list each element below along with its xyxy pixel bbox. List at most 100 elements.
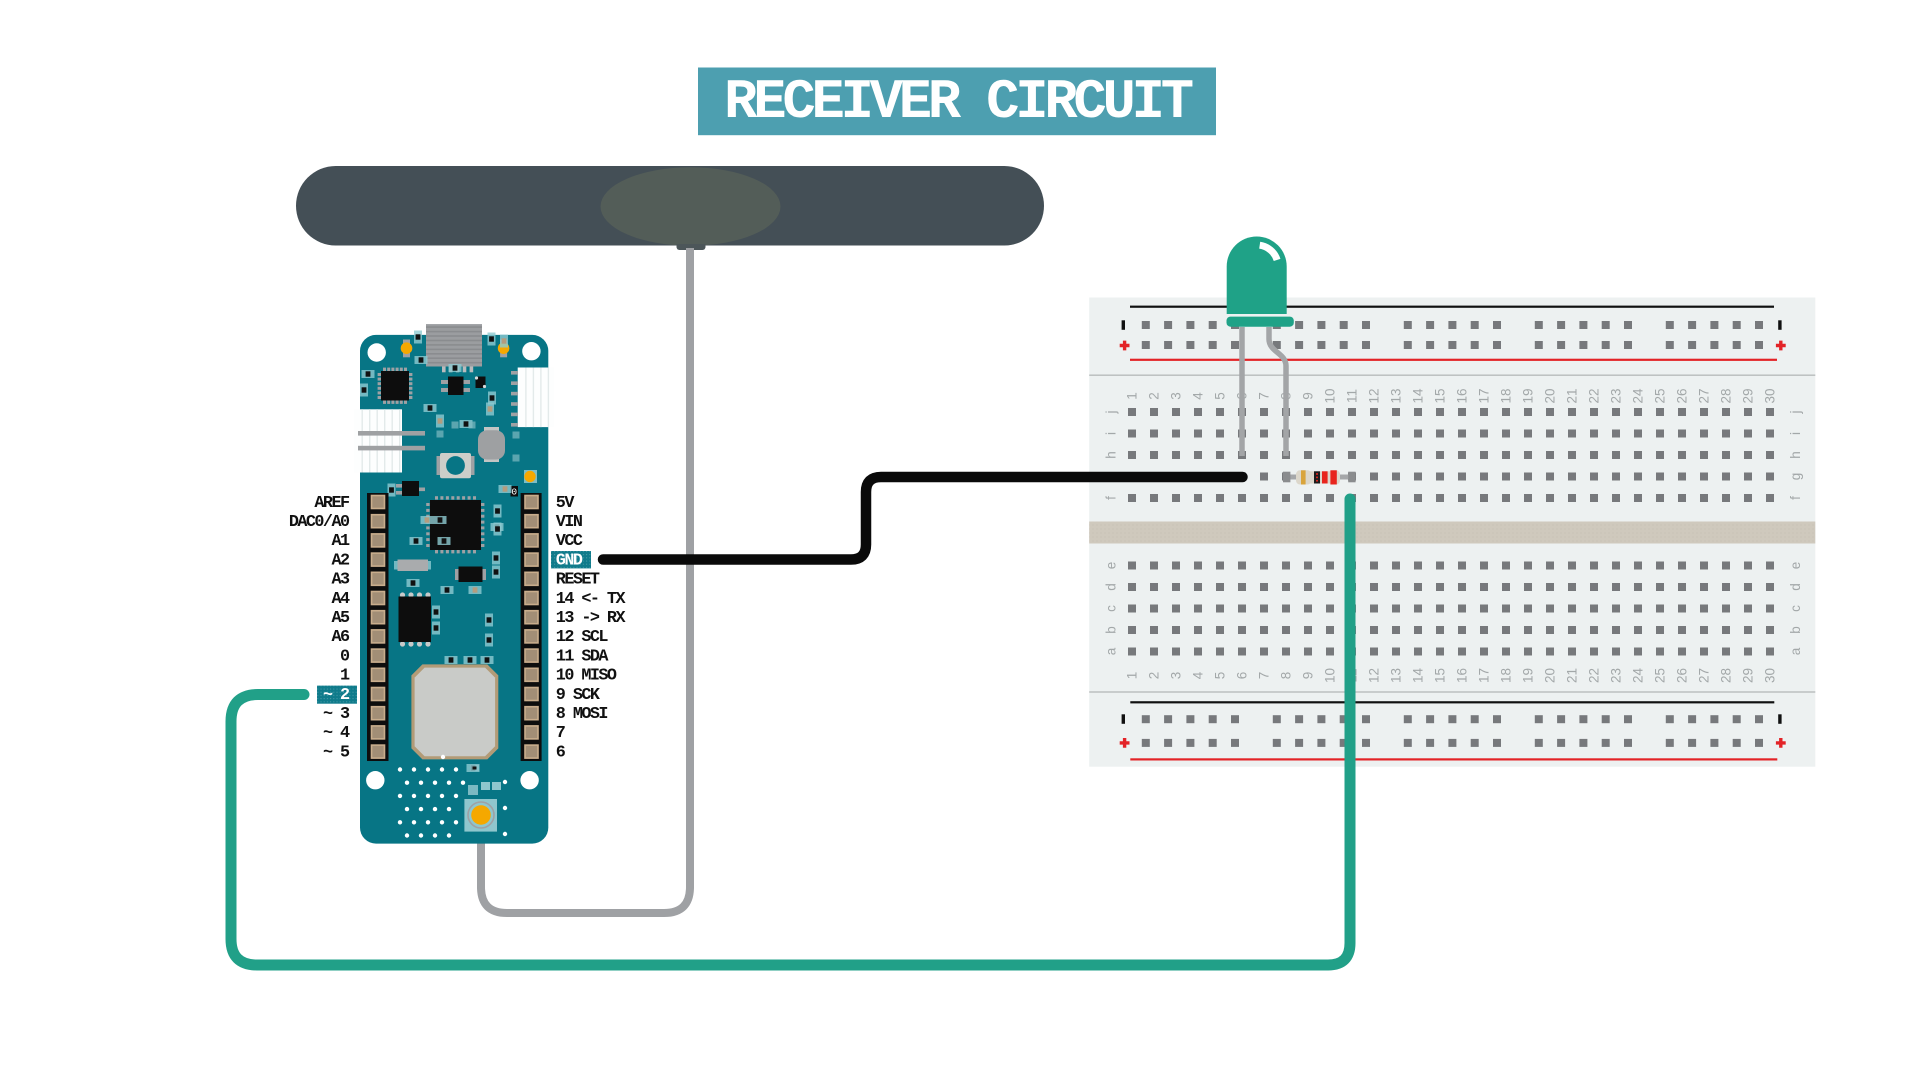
svg-text:30: 30 bbox=[1763, 388, 1778, 403]
svg-text:19: 19 bbox=[1521, 388, 1536, 403]
svg-text:d: d bbox=[1104, 583, 1119, 591]
svg-text:~ 5: ~ 5 bbox=[323, 743, 350, 762]
svg-text:c: c bbox=[1788, 605, 1803, 612]
svg-text:11: 11 bbox=[1345, 389, 1360, 403]
svg-text:14: 14 bbox=[1411, 388, 1426, 404]
svg-text:9 SCK: 9 SCK bbox=[556, 686, 601, 705]
svg-text:DAC0/A0: DAC0/A0 bbox=[289, 513, 350, 532]
svg-text:~ 3: ~ 3 bbox=[323, 705, 350, 724]
svg-text:j: j bbox=[1104, 411, 1119, 415]
svg-text:A3: A3 bbox=[331, 571, 350, 590]
svg-text:a: a bbox=[1788, 647, 1803, 655]
svg-text:5: 5 bbox=[1213, 392, 1228, 400]
svg-text:29: 29 bbox=[1741, 388, 1756, 403]
svg-text:6: 6 bbox=[556, 743, 566, 762]
svg-text:19: 19 bbox=[1521, 668, 1536, 683]
svg-text:A2: A2 bbox=[331, 551, 350, 570]
svg-text:18: 18 bbox=[1499, 388, 1514, 403]
svg-text:i: i bbox=[1788, 432, 1803, 435]
svg-text:RECEIVER CIRCUIT: RECEIVER CIRCUIT bbox=[724, 71, 1193, 134]
svg-text:26: 26 bbox=[1675, 388, 1690, 403]
svg-text:A5: A5 bbox=[331, 609, 350, 628]
svg-text:17: 17 bbox=[1477, 388, 1492, 403]
svg-text:23: 23 bbox=[1609, 668, 1624, 683]
svg-text:13: 13 bbox=[1389, 388, 1404, 403]
svg-text:2: 2 bbox=[1147, 392, 1162, 400]
svg-text:RESET: RESET bbox=[556, 571, 600, 590]
svg-text:7: 7 bbox=[556, 724, 565, 743]
svg-text:10 MISO: 10 MISO bbox=[556, 667, 617, 686]
svg-text:12: 12 bbox=[1367, 388, 1382, 403]
svg-text:4: 4 bbox=[1191, 392, 1206, 400]
svg-text:12: 12 bbox=[1367, 668, 1382, 683]
svg-text:15: 15 bbox=[1433, 388, 1448, 403]
svg-text:29: 29 bbox=[1741, 668, 1756, 683]
svg-text:26: 26 bbox=[1675, 668, 1690, 683]
svg-text:11 SDA: 11 SDA bbox=[556, 647, 610, 666]
svg-text:13: 13 bbox=[1389, 668, 1404, 683]
svg-text:25: 25 bbox=[1653, 388, 1668, 403]
svg-text:10: 10 bbox=[1323, 388, 1338, 403]
svg-text:27: 27 bbox=[1697, 388, 1712, 403]
svg-text:16: 16 bbox=[1455, 388, 1470, 403]
svg-text:24: 24 bbox=[1631, 668, 1646, 684]
svg-text:f: f bbox=[1104, 496, 1119, 500]
svg-text:15: 15 bbox=[1433, 668, 1448, 683]
svg-text:VCC: VCC bbox=[556, 532, 583, 551]
svg-text:23: 23 bbox=[1609, 388, 1624, 403]
svg-text:A1: A1 bbox=[331, 532, 350, 551]
svg-text:20: 20 bbox=[1543, 388, 1558, 403]
svg-text:20: 20 bbox=[1543, 668, 1558, 683]
svg-text:1: 1 bbox=[1125, 392, 1140, 400]
svg-text:g: g bbox=[1788, 473, 1803, 481]
svg-text:7: 7 bbox=[1257, 672, 1272, 680]
svg-text:e: e bbox=[1104, 562, 1119, 570]
svg-text:f: f bbox=[1788, 496, 1803, 500]
svg-text:22: 22 bbox=[1587, 388, 1602, 403]
svg-text:i: i bbox=[1104, 432, 1119, 435]
svg-text:22: 22 bbox=[1587, 668, 1602, 683]
svg-text:A6: A6 bbox=[331, 628, 350, 647]
svg-text:3: 3 bbox=[1169, 392, 1184, 400]
svg-text:21: 21 bbox=[1565, 388, 1580, 403]
svg-text:14 <- TX: 14 <- TX bbox=[556, 590, 627, 609]
svg-text:0: 0 bbox=[340, 647, 350, 666]
svg-text:12 SCL: 12 SCL bbox=[556, 628, 609, 647]
svg-text:2: 2 bbox=[1147, 672, 1162, 680]
svg-text:5: 5 bbox=[1213, 672, 1228, 680]
svg-text:21: 21 bbox=[1565, 668, 1580, 683]
svg-text:b: b bbox=[1788, 626, 1803, 634]
svg-text:5V: 5V bbox=[556, 494, 576, 513]
svg-text:14: 14 bbox=[1411, 668, 1426, 684]
svg-text:8 MOSI: 8 MOSI bbox=[556, 705, 608, 724]
svg-text:13 -> RX: 13 -> RX bbox=[556, 609, 627, 628]
svg-text:28: 28 bbox=[1719, 388, 1734, 403]
svg-text:VIN: VIN bbox=[556, 513, 582, 532]
svg-text:h: h bbox=[1104, 451, 1119, 459]
svg-text:16: 16 bbox=[1455, 668, 1470, 683]
svg-text:0: 0 bbox=[511, 487, 517, 498]
svg-text:8: 8 bbox=[1279, 672, 1294, 680]
svg-text:A4: A4 bbox=[331, 590, 350, 609]
svg-text:7: 7 bbox=[1257, 392, 1272, 400]
svg-text:h: h bbox=[1788, 451, 1803, 459]
svg-text:a: a bbox=[1104, 647, 1119, 655]
svg-text:28: 28 bbox=[1719, 668, 1734, 683]
svg-text:9: 9 bbox=[1301, 672, 1316, 680]
svg-text:e: e bbox=[1788, 562, 1803, 570]
svg-text:9: 9 bbox=[1301, 392, 1316, 400]
svg-text:18: 18 bbox=[1499, 668, 1514, 683]
svg-text:17: 17 bbox=[1477, 668, 1492, 683]
svg-text:d: d bbox=[1788, 583, 1803, 591]
svg-text:27: 27 bbox=[1697, 668, 1712, 683]
svg-text:~ 2: ~ 2 bbox=[323, 686, 350, 705]
svg-text:1: 1 bbox=[1125, 672, 1140, 680]
svg-text:25: 25 bbox=[1653, 668, 1668, 683]
svg-text:10: 10 bbox=[1323, 668, 1338, 683]
svg-text:1: 1 bbox=[340, 667, 350, 686]
svg-text:~ 4: ~ 4 bbox=[323, 724, 350, 743]
svg-text:j: j bbox=[1788, 411, 1803, 415]
svg-text:4: 4 bbox=[1191, 671, 1206, 679]
svg-text:GND: GND bbox=[556, 551, 583, 570]
svg-text:24: 24 bbox=[1631, 388, 1646, 404]
